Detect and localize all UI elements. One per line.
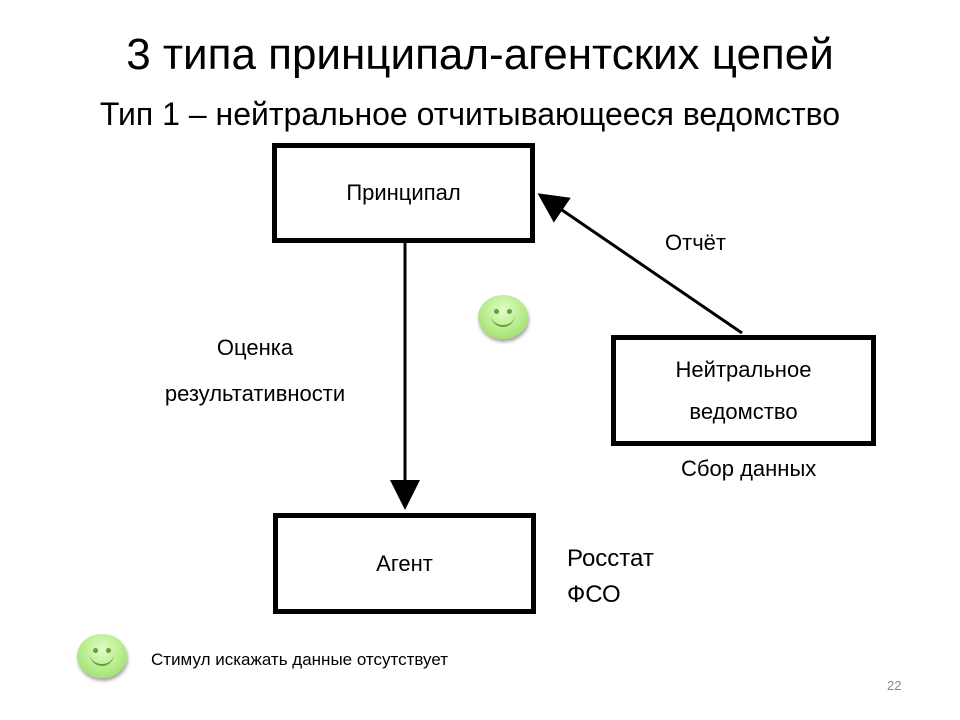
data-collection-label: Сбор данных	[681, 456, 817, 481]
report-arrow	[537, 193, 743, 335]
evaluation-label-line2: результативности	[164, 381, 346, 406]
smiley-icon	[77, 634, 127, 678]
organizations-list: Росстат ФСО	[567, 541, 654, 613]
org-rosstat: Росстат	[567, 545, 654, 572]
slide-subtitle: Тип 1 – нейтральное отчитывающееся ведом…	[99, 96, 841, 132]
report-label: Отчёт	[665, 230, 726, 255]
legend-note: Стимул искажать данные отсутствует	[151, 650, 449, 669]
slide-title: 3 типа принципал-агентских цепей	[126, 30, 834, 79]
evaluation-label: Оценка результативности	[120, 325, 390, 417]
evaluation-label-line1: Оценка	[216, 335, 294, 360]
smiley-icon	[478, 295, 528, 339]
principal-label: Принципал	[346, 180, 461, 205]
neutral-agency-label-line2: ведомство	[689, 398, 798, 424]
agent-box: Агент	[273, 513, 536, 614]
principal-box: Принципал	[272, 143, 535, 243]
agent-label: Агент	[376, 550, 433, 576]
neutral-agency-box: Нейтральное ведомство	[611, 335, 876, 446]
page-number: 22	[887, 678, 902, 693]
org-fso: ФСО	[567, 581, 621, 608]
neutral-agency-label-line1: Нейтральное	[675, 356, 812, 382]
